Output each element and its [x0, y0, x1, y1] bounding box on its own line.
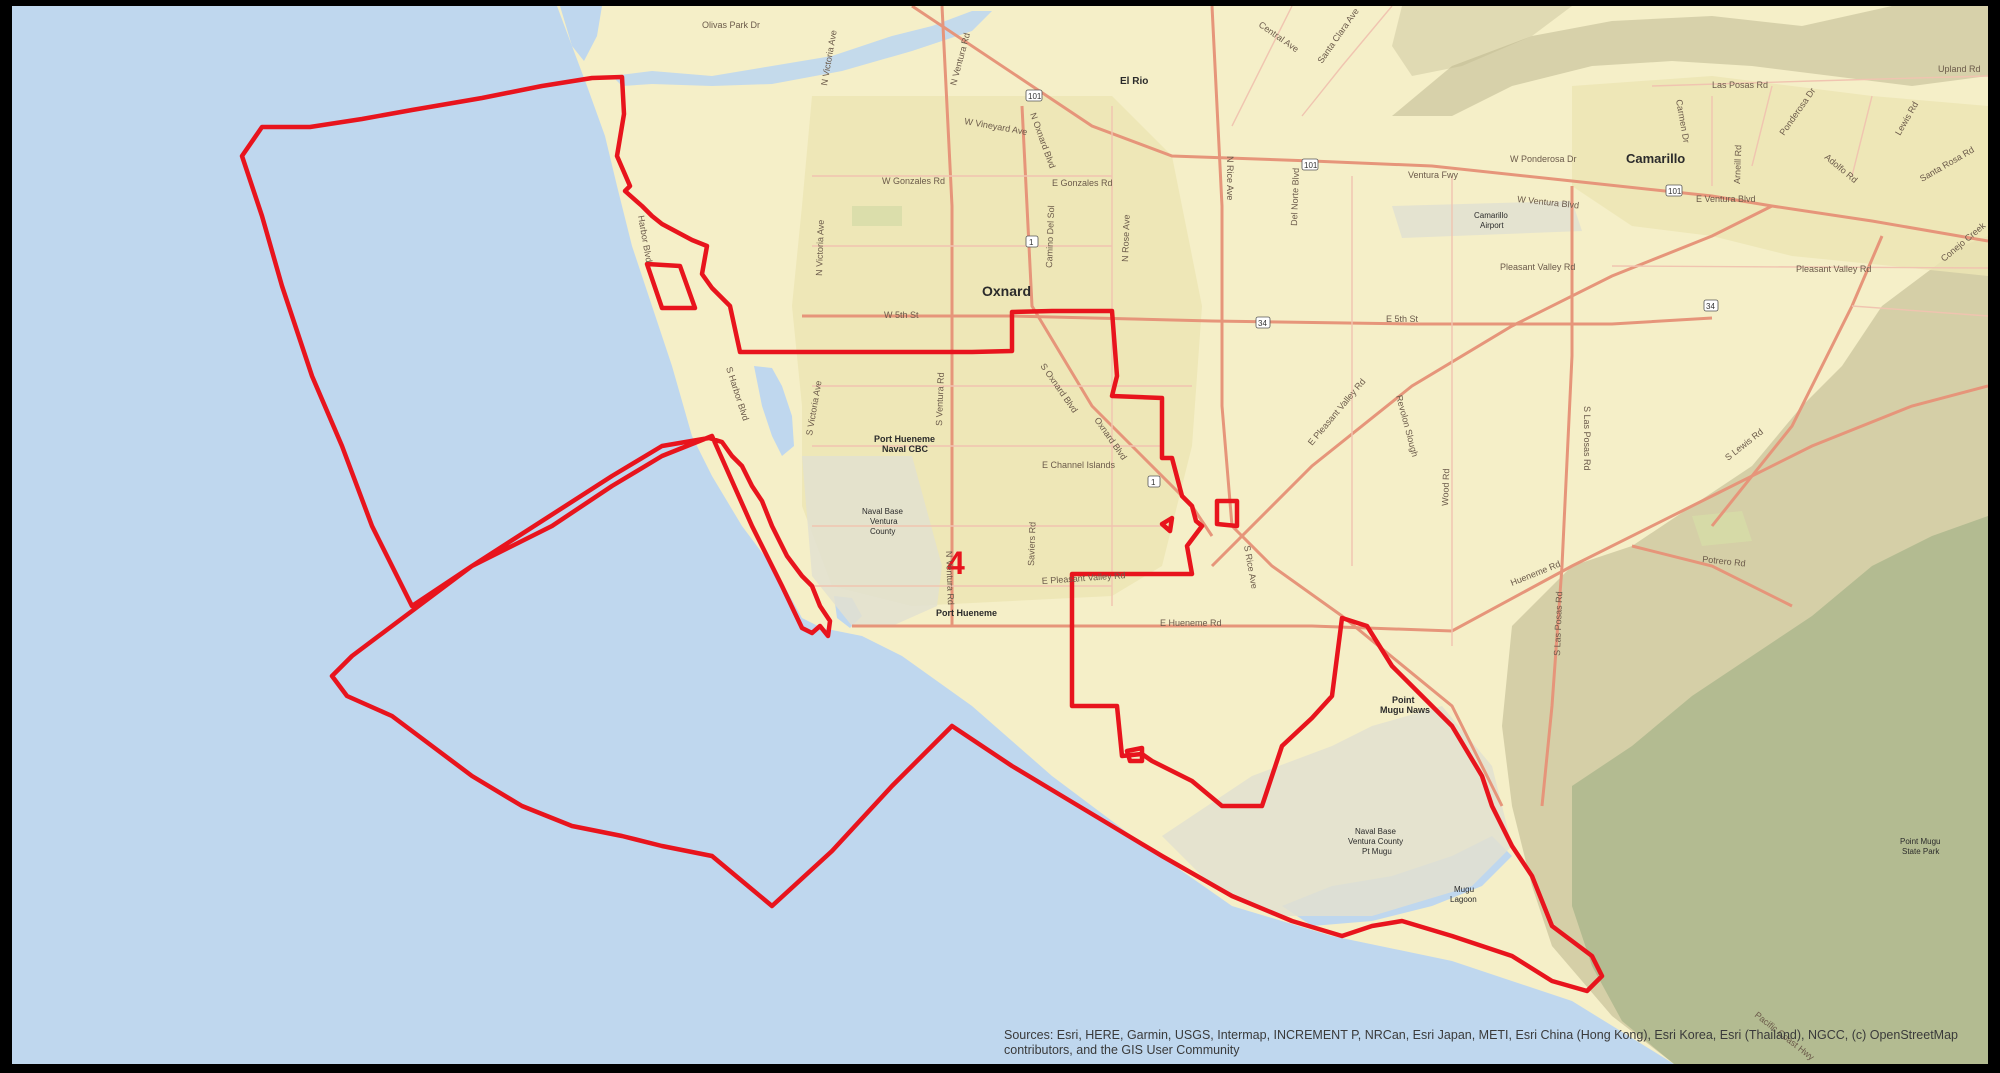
shield-us101-a: 101: [1025, 89, 1043, 102]
naval-base-point-mugu: [1162, 706, 1512, 916]
road-label-w-5th: W 5th St: [884, 310, 919, 320]
lewis-rd: [1710, 235, 1884, 527]
potrero-rd: [1631, 544, 1793, 608]
shield-sr34-a: 34: [1255, 316, 1271, 329]
santa-clara-river: [612, 11, 992, 86]
district-boundary-main: [239, 74, 1605, 994]
label-naval-base-pm-2: Ventura County: [1348, 837, 1403, 846]
road-label-arneill-rd: Arneill Rd: [1732, 145, 1743, 184]
road-label-upland-rd: Upland Rd: [1938, 64, 1981, 74]
district-4-boundary[interactable]: [239, 74, 1605, 994]
rice-ave: [1210, 6, 1504, 807]
us-101: [911, 6, 1988, 243]
label-point-mugu-1: Point: [1392, 695, 1415, 705]
road-label-del-norte: Del Norte Blvd: [1289, 168, 1301, 226]
road-label-wood-rd: Wood Rd: [1440, 468, 1451, 506]
road-label-pleasant-valley-1: Pleasant Valley Rd: [1500, 262, 1575, 272]
camarillo-hills: [1392, 6, 1988, 116]
label-naval-base-pm-3: Pt Mugu: [1362, 847, 1392, 856]
district-boundary-island-4: [1124, 745, 1145, 764]
svg-text:1: 1: [1151, 478, 1156, 487]
label-naval-base-vc-2: Ventura: [870, 517, 898, 526]
shield-us101-c: 101: [1665, 184, 1683, 197]
svg-text:34: 34: [1258, 319, 1267, 328]
road-label-e-gonzales: E Gonzales Rd: [1052, 178, 1113, 188]
road-label-e-5th: E 5th St: [1386, 314, 1419, 324]
svg-text:34: 34: [1706, 302, 1715, 311]
label-oxnard: Oxnard: [982, 283, 1031, 299]
park-green-1: [852, 206, 902, 226]
map-attribution: Sources: Esri, HERE, Garmin, USGS, Inter…: [1004, 1028, 1958, 1057]
road-label-ventura-fwy: Ventura Fwy: [1408, 170, 1459, 180]
road-label-s-ventura-rd: S Ventura Rd: [934, 372, 946, 426]
label-port-hueneme: Port Hueneme: [936, 608, 997, 618]
highway-shields: 101 101 101 34 34 1: [1025, 89, 1719, 488]
shield-sr1-a: 1: [1025, 235, 1039, 248]
road-label-e-hueneme: E Hueneme Rd: [1160, 618, 1222, 628]
shield-sr1-b: 1: [1147, 475, 1161, 488]
naval-base-port-hueneme: [802, 456, 942, 626]
district-boundary-island-2: [1214, 498, 1240, 529]
label-naval-base-vc-3: County: [870, 527, 895, 536]
ventura-harbor: [560, 6, 602, 61]
svg-text:101: 101: [1304, 161, 1318, 170]
road-label-s-las-posas-2: S Las Posas Rd: [1552, 591, 1564, 656]
camarillo-airport: [1392, 201, 1582, 238]
svg-text:101: 101: [1028, 92, 1042, 101]
road-label-n-victoria-2: N Victoria Ave: [814, 220, 826, 277]
label-naval-base-vc-1: Naval Base: [862, 507, 903, 516]
label-port-hueneme-naval-cbc-2: Naval CBC: [882, 444, 929, 454]
e-pleasant-valley: [1210, 204, 1773, 568]
label-point-mugu-park-1: Point Mugu: [1900, 837, 1940, 846]
channel-islands-harbor: [754, 366, 794, 456]
district-boundary-island-3: [1159, 515, 1175, 534]
district-boundary-island-1: [644, 261, 698, 311]
las-posas-rd: [1540, 186, 1574, 807]
minor-roads: [812, 6, 1988, 646]
label-mugu-lagoon-2: Lagoon: [1450, 895, 1477, 904]
shield-sr34-b: 34: [1703, 299, 1719, 312]
map-frame: 4 Oxnard Camarillo El Rio Port Hueneme N…: [12, 6, 1988, 1064]
forest-area: [1572, 516, 1988, 1064]
road-label-n-ventura-rd-2: N Ventura Rd: [944, 551, 956, 605]
label-mugu-lagoon-1: Mugu: [1454, 885, 1474, 894]
road-label-n-rose-ave: N Rose Ave: [1120, 214, 1132, 262]
place-labels: Oxnard Camarillo El Rio Port Hueneme Nav…: [862, 76, 1940, 904]
label-point-mugu-park-2: State Park: [1902, 847, 1940, 856]
road-label-e-channel-islands: E Channel Islands: [1042, 460, 1116, 470]
road-label-w-gonzales: W Gonzales Rd: [882, 176, 945, 186]
label-naval-base-pm-1: Naval Base: [1355, 827, 1396, 836]
las-posas-hills: [1392, 6, 1572, 76]
road-label-n-rice-ave: N Rice Ave: [1225, 156, 1235, 200]
road-label-w-ponderosa: W Ponderosa Dr: [1510, 154, 1577, 164]
label-el-rio: El Rio: [1120, 76, 1148, 87]
road-label-pleasant-valley-2: Pleasant Valley Rd: [1796, 264, 1871, 274]
basemap[interactable]: 4 Oxnard Camarillo El Rio Port Hueneme N…: [12, 6, 1988, 1064]
road-label-e-ventura-blvd: E Ventura Blvd: [1696, 194, 1756, 204]
hueneme-rd: [852, 384, 1988, 633]
label-camarillo-airport-1: Camarillo: [1474, 211, 1508, 220]
label-camarillo-airport-2: Airport: [1480, 221, 1504, 230]
road-label-s-las-posas: S Las Posas Rd: [1582, 406, 1592, 471]
label-camarillo: Camarillo: [1626, 151, 1685, 166]
shield-us101-b: 101: [1301, 158, 1319, 171]
svg-text:1: 1: [1029, 238, 1034, 247]
label-port-hueneme-naval-cbc-1: Port Hueneme: [874, 434, 935, 444]
major-roads: [802, 6, 1988, 807]
road-label-olivas-park: Olivas Park Dr: [702, 20, 760, 30]
w-5th-st: [802, 314, 1713, 326]
district-number-label: 4: [947, 545, 965, 581]
road-label-camino-del-sol: Camino Del Sol: [1044, 205, 1056, 268]
camarillo-urban-area: [1572, 76, 1988, 276]
road-label-saviers: Saviers Rd: [1026, 522, 1038, 566]
road-label-las-posas: Las Posas Rd: [1712, 80, 1768, 90]
park-green-2: [1692, 511, 1752, 546]
ventura-rd: [940, 6, 954, 626]
svg-text:101: 101: [1668, 187, 1682, 196]
road-label-potrero-rd: Potrero Rd: [1702, 554, 1746, 568]
label-point-mugu-2: Mugu Naws: [1380, 705, 1430, 715]
